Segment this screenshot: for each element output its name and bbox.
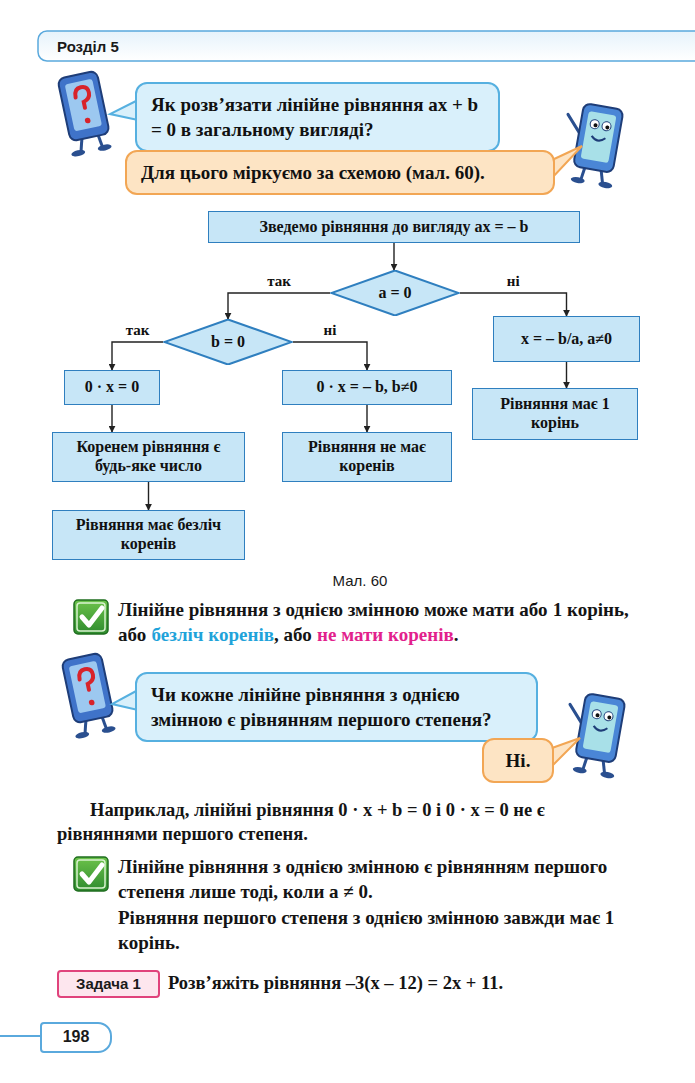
node-text: Задача 1 bbox=[65, 974, 152, 994]
footer-rule bbox=[0, 1035, 40, 1037]
result-box: 0 · x = 0 bbox=[64, 370, 160, 405]
node-text: Коренем рівняння є будь-яке число bbox=[60, 438, 237, 476]
node-text: Рівняння не має коренів bbox=[290, 438, 444, 476]
answer-robot bbox=[557, 101, 626, 190]
section-header-block: Розділ 5 bbox=[57, 37, 257, 57]
decision-diamond: a = 0 bbox=[330, 270, 460, 316]
bubble-tail bbox=[552, 146, 582, 178]
figure-caption: Мал. 60 bbox=[333, 571, 388, 591]
node-text: Рівняння має безліч коренів bbox=[60, 516, 237, 554]
rule-text-block: Лінійне рівняння з однією змінною може м… bbox=[118, 598, 650, 647]
page-number: 198 bbox=[40, 1022, 112, 1053]
task-tag: Задача 1 bbox=[57, 970, 160, 998]
node-text: Чи кожне лінійне рівняння з однією змінн… bbox=[151, 682, 522, 732]
rule-text: . bbox=[454, 624, 459, 645]
flow-connector bbox=[366, 405, 367, 432]
node-text: 0 · x = – b, b≠0 bbox=[290, 378, 444, 397]
question-bubble: Чи кожне лінійне рівняння з однією змінн… bbox=[135, 672, 538, 742]
rule-text: Лінійне рівняння з однією змінною є рівн… bbox=[118, 856, 607, 902]
task-text: Розв’яжіть рівняння –3(x – 12) = 2x + 11… bbox=[168, 973, 503, 993]
result-box: Рівняння має безліч коренів bbox=[52, 510, 245, 560]
node-text: 0 · x = 0 bbox=[72, 378, 152, 397]
question-bubble: Як розв’язати лінійне рівняння ax + b = … bbox=[135, 82, 500, 152]
flow-connector bbox=[293, 342, 367, 370]
rule-text: Лінійне рівняння з однією змінною може м… bbox=[118, 599, 547, 620]
branch-label: так bbox=[124, 322, 152, 339]
branch-label: так bbox=[265, 273, 293, 290]
flow-connector bbox=[566, 362, 567, 388]
rule-text: 1 корінь bbox=[553, 599, 624, 620]
rule-text: безліч коренів bbox=[152, 624, 274, 645]
rule-text-block: Рівняння першого степеня з однією змінно… bbox=[118, 906, 650, 955]
answer-bubble: Ні. bbox=[482, 738, 554, 783]
node-text: Для цього міркуємо за схемою (мал. 60). bbox=[141, 160, 539, 185]
node-text: 198 bbox=[46, 1027, 106, 1048]
check-icon bbox=[74, 600, 108, 634]
flow-connector bbox=[112, 342, 163, 370]
decision-diamond: b = 0 bbox=[163, 319, 293, 365]
flow-connector bbox=[460, 293, 567, 316]
example-text: Наприклад, лінійні рівняння 0 · x + b = … bbox=[57, 800, 545, 844]
node-text: Як розв’язати лінійне рівняння ax + b = … bbox=[151, 92, 484, 142]
result-box: 0 · x = – b, b≠0 bbox=[282, 370, 452, 405]
question-robot bbox=[59, 653, 117, 740]
result-box: Рівняння має 1 корінь bbox=[472, 388, 638, 440]
rule-text: , або bbox=[274, 624, 312, 645]
bubble-tail bbox=[552, 738, 580, 766]
process-box: Зведемо рівняння до вигляду ax = – b bbox=[208, 211, 580, 243]
rule-text-block: Лінійне рівняння з однією змінною є рівн… bbox=[118, 855, 650, 904]
result-box: Коренем рівняння є будь-яке число bbox=[52, 432, 245, 482]
header-bar bbox=[38, 31, 695, 61]
flow-connector bbox=[111, 405, 112, 432]
node-text: Ні. bbox=[498, 748, 538, 773]
flow-connector bbox=[393, 243, 394, 270]
task-text-block: Розв’яжіть рівняння –3(x – 12) = 2x + 11… bbox=[168, 971, 648, 995]
flow-connector bbox=[228, 293, 330, 319]
node-text: Рівняння має 1 корінь bbox=[480, 395, 630, 433]
node-text: a = 0 bbox=[378, 284, 411, 302]
branch-label: ні bbox=[322, 322, 339, 339]
example-text-block: Наприклад, лінійні рівняння 0 · x + b = … bbox=[57, 798, 649, 847]
node-text: b = 0 bbox=[211, 333, 245, 351]
node-text: x = – b/a, a≠0 bbox=[501, 330, 632, 349]
answer-robot bbox=[559, 691, 628, 780]
rule-text: не мати коренів bbox=[317, 624, 454, 645]
flow-connector bbox=[148, 482, 149, 510]
result-box: x = – b/a, a≠0 bbox=[493, 316, 640, 362]
branch-label: ні bbox=[505, 273, 522, 290]
answer-bubble: Для цього міркуємо за схемою (мал. 60). bbox=[125, 150, 555, 195]
rule-text: Рівняння першого степеня з однією змінно… bbox=[118, 907, 614, 953]
section-header: Розділ 5 bbox=[57, 38, 119, 55]
bubble-tail bbox=[110, 100, 138, 120]
check-icon bbox=[74, 857, 108, 891]
result-box: Рівняння не має коренів bbox=[282, 432, 452, 482]
question-robot bbox=[55, 71, 113, 158]
node-text: Зведемо рівняння до вигляду ax = – b bbox=[216, 218, 572, 237]
